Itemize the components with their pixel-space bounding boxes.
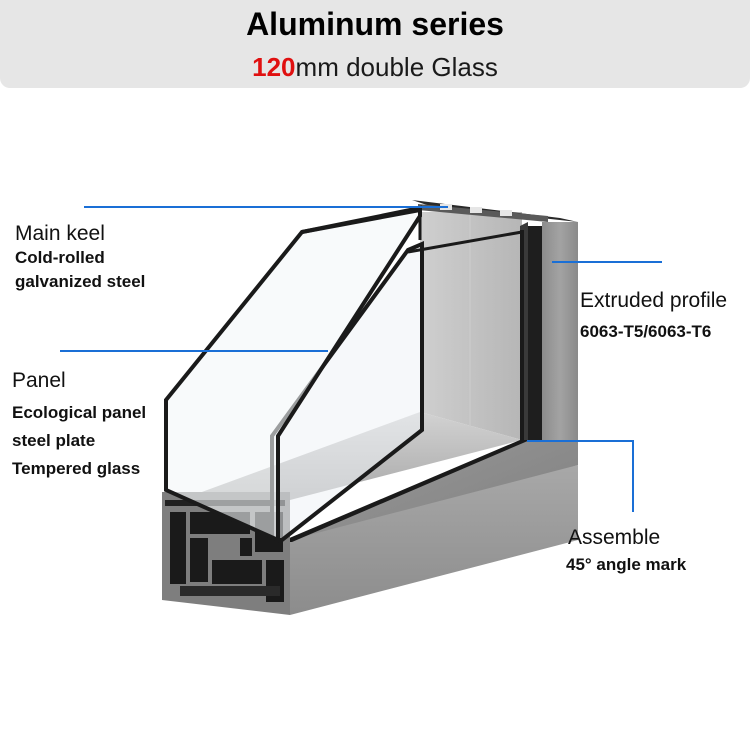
panel-line-1: Ecological panel xyxy=(12,403,147,422)
profile-cross-section xyxy=(162,492,290,615)
subtitle-accent: 120 xyxy=(252,52,296,82)
extruded-title: Extruded profile xyxy=(580,289,728,312)
main-keel-line-1: Cold-rolled xyxy=(15,248,105,267)
bottom-sill xyxy=(280,440,578,615)
extruded-line-1: 6063-T5/6063-T6 xyxy=(580,322,712,341)
panel-title: Panel xyxy=(12,369,66,392)
side-frame xyxy=(520,222,578,465)
subtitle-rest: mm double Glass xyxy=(295,52,498,82)
page-subtitle: 120mm double Glass xyxy=(0,52,750,83)
header-banner: Aluminum series 120mm double Glass xyxy=(0,0,750,88)
leader-lines xyxy=(60,206,662,512)
assemble-line-1: 45° angle mark xyxy=(566,555,687,574)
panel-line-2: steel plate xyxy=(12,431,96,450)
main-keel-line-2: galvanized steel xyxy=(15,272,146,291)
main-keel-title: Main keel xyxy=(15,222,105,245)
leader-assemble xyxy=(527,440,634,512)
panel-line-3: Tempered glass xyxy=(12,459,141,478)
page-title: Aluminum series xyxy=(246,6,504,42)
double-glass xyxy=(164,205,524,544)
assemble-title: Assemble xyxy=(568,526,661,549)
